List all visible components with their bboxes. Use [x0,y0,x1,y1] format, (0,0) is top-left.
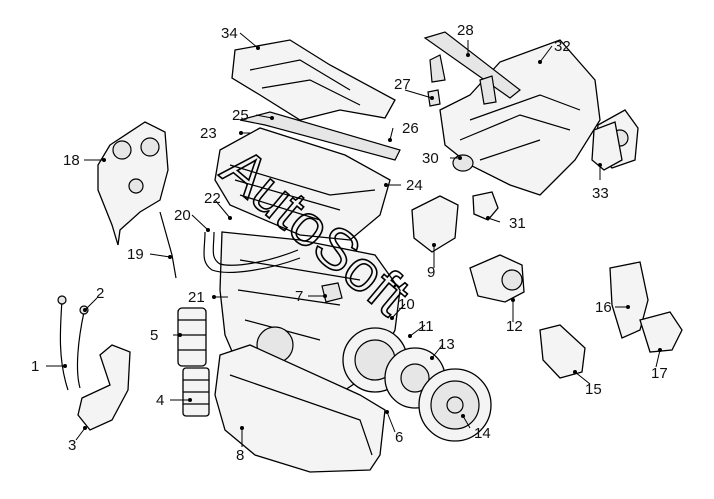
callout-30: 28 [457,22,474,39]
callout-20: 20 [174,207,191,224]
callout-21: 21 [188,289,205,306]
callout-28: 27 [394,76,411,93]
part-dipstick-tube [76,311,85,389]
part-engine-mount-16 [609,261,649,339]
callout-31: 30 [422,150,439,167]
callout-3: 3 [68,437,76,454]
part-fuel-rail [423,31,521,99]
callout-24: 24 [406,177,423,194]
callout-19: 19 [127,246,144,263]
callout-14: 14 [474,425,491,442]
part-bracket-15 [539,324,586,379]
part-valve-cover-gasket [239,111,401,161]
callout-27: 34 [0,0,17,4]
part-seal-31 [452,154,474,172]
callout-6: 6 [395,429,403,446]
part-engine-mount-17 [639,311,683,353]
leader-lines [46,32,661,447]
callout-22: 22 [204,190,221,207]
callout-11: 11 [418,318,434,335]
callout-32: 31 [509,215,526,232]
callout-8: 8 [236,447,244,464]
part-cylinder-head [214,127,391,241]
part-bracket-34 [591,121,623,171]
callout-17: 17 [651,365,668,382]
callout-4: 4 [156,392,164,409]
part-sensor-32 [472,191,499,221]
callout-15: 15 [585,381,602,398]
callout-18: 18 [63,152,80,169]
callout-26: 26 [402,120,419,137]
callout-5: 5 [150,327,158,344]
callout-16: 16 [595,299,612,316]
part-oil-filter-5 [177,307,207,367]
part-thermostat-housing [411,195,459,253]
part-oil-filter-housing [77,344,131,431]
part-hose-20 [203,231,301,273]
part-oil-pan [214,344,386,473]
callout-labels: 34 [0,0,17,4]
callout-23: 23 [200,125,217,142]
callout-2: 2 [96,285,104,302]
callout-10: 10 [398,296,415,313]
part-heat-shield [231,39,396,121]
callout-13: 13 [438,336,455,353]
callout-33: 32 [554,38,571,55]
part-dipstick [59,299,69,391]
part-pipe-19 [159,211,177,279]
callout-34: 33 [592,185,609,202]
leader-dots [63,46,662,430]
callout-12: 12 [506,318,523,335]
callout-7: 7 [295,288,303,305]
callout-25: 25 [232,107,249,124]
callout-9: 9 [427,264,435,281]
callout-27-label: 34 [221,25,238,42]
callout-1: 1 [31,358,39,375]
